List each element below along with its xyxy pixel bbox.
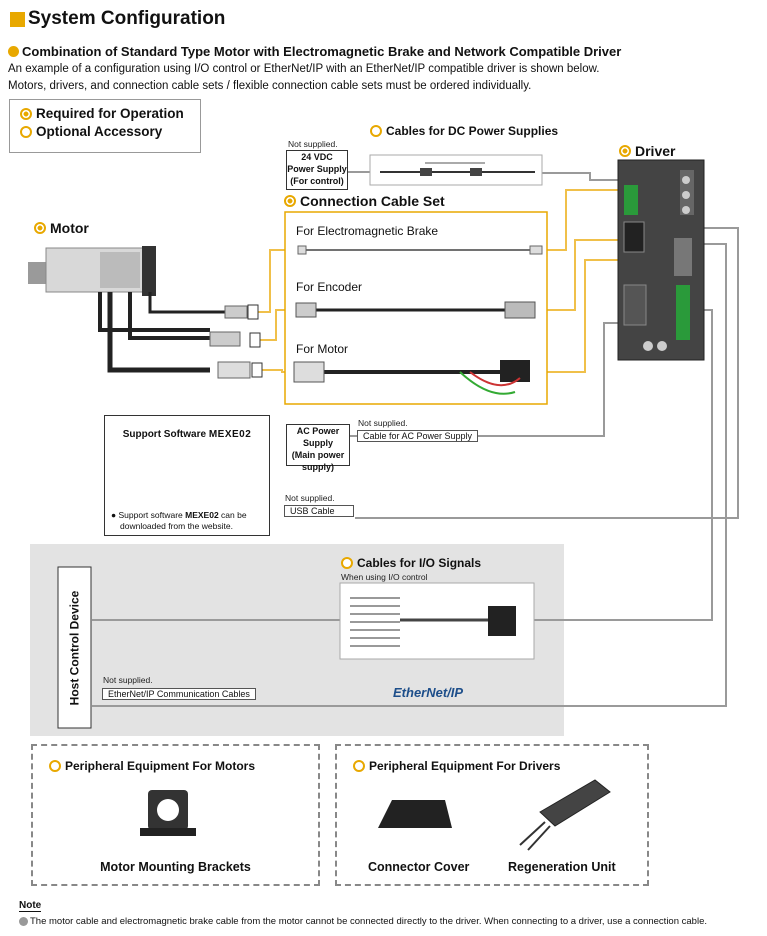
description-line-1: An example of a configuration using I/O … <box>8 63 600 75</box>
brake-wire-right <box>545 189 620 251</box>
ac-line1: AC Power Supply <box>296 426 340 448</box>
ac-line3: supply) <box>301 462 334 472</box>
required-icon <box>34 222 46 234</box>
ac-line2: (Main power <box>291 450 345 460</box>
peripheral-drivers-title: Peripheral Equipment For Drivers <box>353 759 560 773</box>
motor-image <box>28 246 263 379</box>
io-wire-right <box>534 309 713 621</box>
title-marker <box>10 11 25 27</box>
software-title-name: MEXE02 <box>208 429 252 440</box>
optional-icon <box>341 557 353 569</box>
eth-cable-tag: EtherNet/IP Communication Cables <box>102 688 256 700</box>
page-title: System Configuration <box>10 8 225 30</box>
peripheral-motors-box: Peripheral Equipment For Motors Motor Mo… <box>31 744 320 886</box>
title-text: System Configuration <box>28 8 226 29</box>
required-icon <box>20 107 32 120</box>
driver-text: Driver <box>635 143 676 159</box>
brake-cable-label: For Electromagnetic Brake <box>296 224 439 238</box>
subtitle: Combination of Standard Type Motor with … <box>8 44 621 59</box>
io-note: When using I/O control <box>341 572 428 582</box>
peripheral-drivers-text: Peripheral Equipment For Drivers <box>369 759 561 773</box>
psu-24vdc-box: 24 VDC Power Supply (For control) <box>286 150 348 190</box>
bracket-image <box>140 790 196 836</box>
driver-image <box>617 159 705 361</box>
description-line-2: Motors, drivers, and connection cable se… <box>8 80 532 92</box>
psu-24vdc-line1: 24 VDC <box>301 152 333 162</box>
psu-24vdc-line3: (For control) <box>290 176 344 186</box>
motor-label: Motor <box>34 220 89 236</box>
not-supplied-ac: Not supplied. <box>358 418 408 428</box>
peripheral-drivers-box: Peripheral Equipment For Drivers Connect… <box>335 744 649 886</box>
peripheral-motors-text: Peripheral Equipment For Motors <box>65 759 256 773</box>
subtitle-text: Combination of Standard Type Motor with … <box>22 44 622 59</box>
regeneration-unit-label: Regeneration Unit <box>508 860 616 874</box>
support-software-title: Support Software MEXE02 <box>105 429 269 440</box>
encoder-wire-right <box>545 239 620 311</box>
not-supplied-usb: Not supplied. <box>285 493 335 503</box>
yellow-wires <box>258 189 620 373</box>
usb-cable-tag: USB Cable <box>284 505 354 517</box>
legend-optional-label: Optional Accessory <box>36 124 163 139</box>
not-supplied-24v: Not supplied. <box>288 139 338 149</box>
encoder-cable-label: For Encoder <box>296 280 363 294</box>
dc-cables-text: Cables for DC Power Supplies <box>386 124 559 138</box>
ac-power-supply-box: AC Power Supply (Main power supply) <box>286 424 350 472</box>
host-device-box <box>57 566 92 729</box>
support-software-box: Support Software MEXE02 ● Support softwa… <box>104 415 270 536</box>
optional-icon <box>20 125 32 138</box>
dc-cable-image <box>369 154 543 186</box>
psu-24vdc-line2: Power Supply <box>287 164 347 174</box>
ac-cable-tag: Cable for AC Power Supply <box>357 430 479 442</box>
encoder-wire-left <box>260 309 290 341</box>
io-cables-text: Cables for I/O Signals <box>357 556 482 570</box>
software-note-line2: downloaded from the website. <box>120 521 233 531</box>
note-label: Note <box>19 900 42 912</box>
dc-wire-right <box>542 172 620 181</box>
connection-cable-set-label: Connection Cable Set <box>284 193 445 209</box>
optional-icon <box>370 125 382 137</box>
legend-required-label: Required for Operation <box>36 106 184 121</box>
bracket-label: Motor Mounting Brackets <box>100 860 251 874</box>
note-text-content: The motor cable and electromagnetic brak… <box>30 916 707 927</box>
required-icon <box>619 145 631 157</box>
driver-label: Driver <box>619 143 675 159</box>
connection-cable-set-text: Connection Cable Set <box>300 193 445 209</box>
dc-cables-label: Cables for DC Power Supplies <box>370 124 558 138</box>
legend-optional: Optional Accessory <box>20 124 200 139</box>
software-note-suffix: can be <box>218 510 247 520</box>
optional-icon <box>49 760 61 772</box>
connector-cover-image <box>378 800 452 828</box>
connector-cover-label: Connector Cover <box>368 860 470 874</box>
host-device-label: Host Control Device <box>67 590 82 705</box>
brake-wire-left <box>258 249 290 313</box>
legend-required: Required for Operation <box>20 106 200 121</box>
ethernet-ip-logo: EtherNet/IP <box>393 685 464 700</box>
software-note-prefix: Support software <box>118 510 186 520</box>
motor-wire-right <box>545 259 620 373</box>
peripheral-motors-title: Peripheral Equipment For Motors <box>49 759 255 773</box>
legend: Required for Operation Optional Accessor… <box>9 99 201 153</box>
regeneration-unit-image <box>519 779 611 851</box>
motor-text: Motor <box>50 220 89 236</box>
optional-icon <box>353 760 365 772</box>
not-supplied-eth: Not supplied. <box>103 675 153 685</box>
io-cable-image <box>339 582 535 660</box>
eth-wire <box>92 243 727 707</box>
usb-wire <box>355 227 739 519</box>
note-bullet-icon <box>19 917 28 926</box>
cable-images <box>293 245 543 395</box>
required-icon <box>284 195 296 207</box>
note-text: The motor cable and electromagnetic brak… <box>19 916 759 927</box>
software-note-name: MEXE02 <box>185 510 219 520</box>
motor-cable-label: For Motor <box>296 342 349 356</box>
software-title-prefix: Support Software <box>122 429 209 440</box>
required-dot-icon <box>8 46 19 57</box>
io-cables-label: Cables for I/O Signals <box>341 556 481 570</box>
host-device: Host Control Device <box>58 567 91 728</box>
